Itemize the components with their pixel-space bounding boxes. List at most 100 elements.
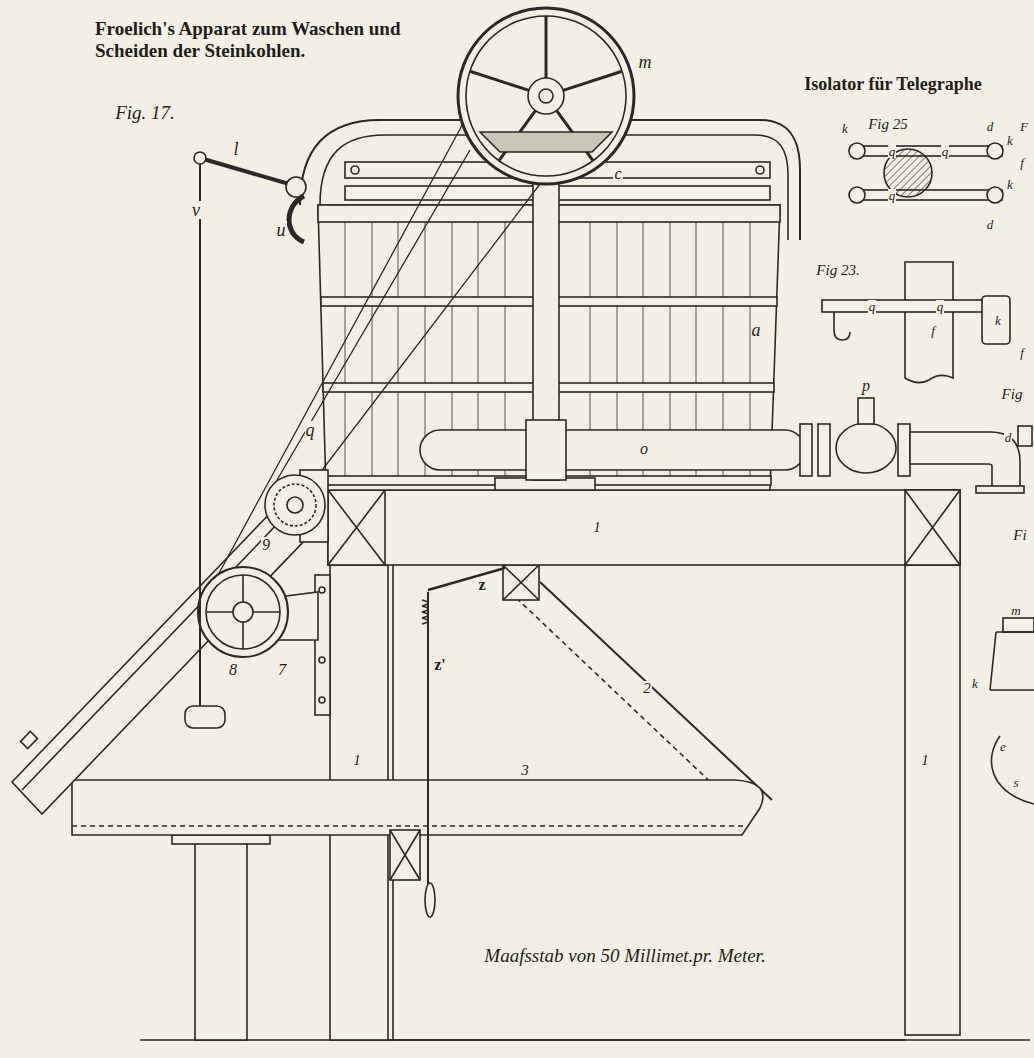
part-label: l (232, 140, 239, 158)
rod-v (199, 164, 201, 706)
wheel-rim (466, 16, 626, 176)
part-label: q (936, 300, 945, 313)
part-label: 8 (228, 662, 238, 678)
part-label: q (868, 300, 877, 313)
hook-u (289, 196, 304, 242)
insulator-bolt (987, 187, 1003, 203)
part-label: k (1006, 178, 1014, 191)
bolt (351, 166, 359, 174)
part-label: f (930, 324, 936, 337)
pulley-hub (287, 497, 303, 513)
part-label: u (276, 221, 287, 239)
trough-column (195, 843, 247, 1040)
part-label: m (638, 53, 653, 71)
valve-stem (858, 398, 874, 424)
insulator-bar (852, 190, 1002, 200)
frame-leg (905, 565, 960, 1035)
part-label: d (1004, 431, 1013, 444)
settling-trough (72, 780, 763, 835)
part-label: 3 (520, 763, 530, 778)
insulator-bolt (987, 143, 1003, 159)
part-label: q (305, 421, 316, 439)
part-label: 2 (642, 681, 652, 696)
rod-spindle (425, 883, 435, 917)
chute-slot (21, 731, 38, 748)
part-label: k (994, 314, 1002, 327)
wheel-m (458, 8, 634, 184)
rod-z (427, 592, 429, 900)
wheel-hub (528, 78, 564, 114)
figure-label: Fig 23. (815, 263, 860, 278)
figure-title: Isolator für Telegraphe (803, 75, 982, 93)
drive-belt (198, 118, 540, 612)
fig-detail (991, 736, 1034, 804)
frame-block (503, 565, 539, 600)
figure-label: Fig 25 (867, 117, 909, 132)
part-label: d (986, 218, 995, 231)
insulator-bar (852, 146, 1002, 156)
part-label: f (1019, 346, 1025, 359)
beam-end (328, 490, 385, 565)
part-label: d (986, 120, 995, 133)
valve-p (836, 423, 896, 473)
insulator-bolt (849, 187, 865, 203)
chute-edge (22, 495, 305, 790)
rod-handle (185, 706, 225, 728)
part-label: z (477, 577, 486, 593)
lever-pivot (194, 152, 206, 164)
pipe-o (420, 430, 805, 470)
part-label: k (971, 677, 979, 690)
fig-detail (990, 632, 1034, 690)
pulley-9 (265, 475, 325, 535)
beam-end (905, 490, 960, 565)
elbow-foot (976, 486, 1024, 493)
beam-cross (905, 490, 960, 565)
part-label: s (1012, 776, 1019, 789)
fig-detail (1003, 618, 1034, 632)
part-label: k (841, 122, 849, 135)
lever-z (428, 568, 505, 590)
pulley-rim (274, 484, 316, 526)
pulley-rim (206, 575, 280, 649)
part-label: v (191, 201, 201, 219)
bolt (319, 587, 325, 593)
part-label: m (1010, 604, 1021, 617)
lever-joint (286, 177, 306, 197)
shaft-sleeve (526, 420, 566, 480)
figure-label: Fig (1001, 387, 1024, 402)
part-label: f (1019, 156, 1025, 169)
column-cap (172, 835, 270, 844)
part-label: a (751, 321, 762, 339)
telegraph-post (905, 262, 953, 383)
part-label: q (888, 189, 897, 202)
part-label: o (639, 441, 649, 457)
part-label: 1 (352, 753, 362, 768)
trough-floor (72, 825, 745, 827)
pipe-flange (898, 424, 910, 476)
part-label: z' (433, 657, 447, 673)
bolt (319, 657, 325, 663)
inclined-chute (540, 582, 772, 800)
pipe-flange (800, 424, 812, 476)
part-label: k (1006, 134, 1014, 147)
block-cross (390, 830, 420, 880)
wheel-spokes (470, 16, 622, 161)
insulator-cap (982, 296, 1010, 344)
block-cross (503, 565, 539, 600)
pulley-8 (198, 567, 288, 657)
pipe-flange (818, 424, 830, 476)
part-label: 7 (277, 662, 287, 678)
figure-label: Fi (1012, 528, 1027, 543)
part-label: 9 (261, 537, 271, 553)
fig-detail (1018, 426, 1032, 446)
part-label: 1 (592, 520, 602, 535)
part-label: q (888, 145, 897, 158)
diagram-title: Froelich's Apparat zum Waschen und Schei… (95, 18, 435, 62)
inclined-chute-hidden (510, 592, 740, 810)
wheel-axle (539, 89, 553, 103)
part-label: p (861, 378, 871, 394)
part-label: 1 (920, 753, 930, 768)
figure-label: Fig. 17. (114, 103, 176, 122)
beam-cross (328, 490, 385, 565)
